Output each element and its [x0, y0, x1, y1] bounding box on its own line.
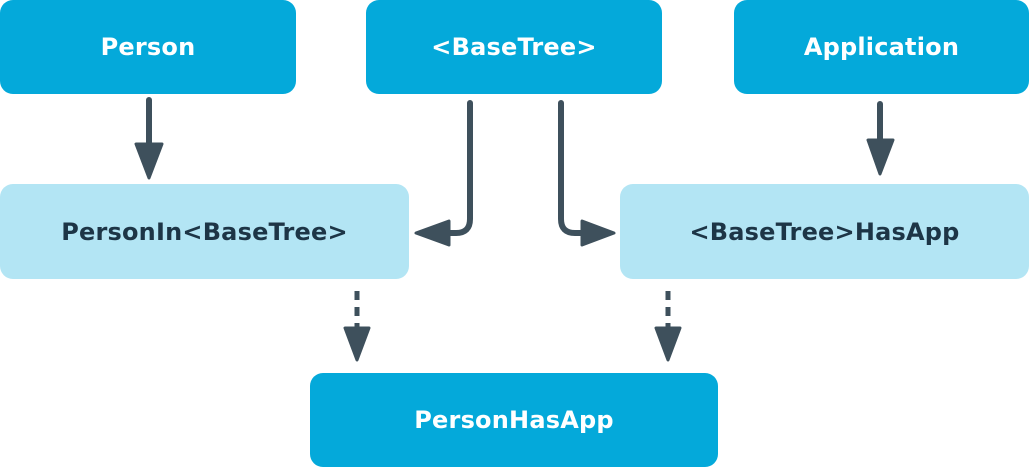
node-basetree: <BaseTree> — [366, 0, 662, 94]
node-application-label: Application — [803, 33, 960, 61]
edge-personin-to-personhasapp — [343, 291, 371, 362]
node-person-label: Person — [100, 33, 196, 61]
node-basetree-label: <BaseTree> — [431, 33, 597, 61]
node-basetree-has-app: <BaseTree>HasApp — [620, 184, 1029, 279]
node-person-in-basetree: PersonIn<BaseTree> — [0, 184, 409, 279]
node-person: Person — [0, 0, 296, 94]
edge-application-to-hasapp — [866, 101, 895, 176]
edge-person-to-personin — [134, 97, 164, 180]
edge-hasapp-to-personhasapp — [654, 291, 682, 362]
edge-basetree-to-hasapp — [558, 100, 616, 247]
node-application: Application — [734, 0, 1029, 94]
node-person-has-app-label: PersonHasApp — [414, 406, 614, 434]
node-person-has-app: PersonHasApp — [310, 373, 718, 467]
node-basetree-has-app-label: <BaseTree>HasApp — [689, 217, 960, 246]
edge-basetree-to-personin — [414, 100, 473, 247]
node-person-in-basetree-label: PersonIn<BaseTree> — [61, 217, 348, 246]
